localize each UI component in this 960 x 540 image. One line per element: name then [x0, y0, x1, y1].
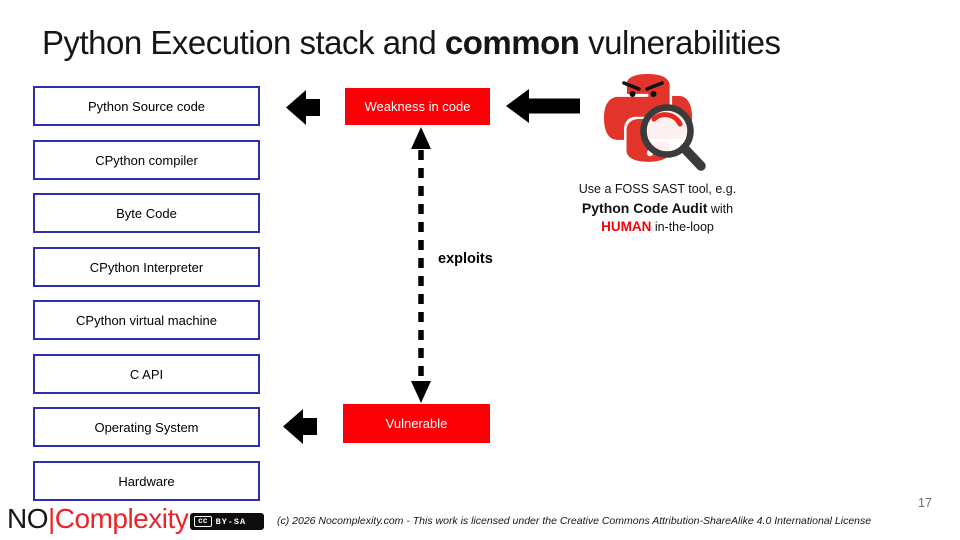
brand-no: NO: [7, 503, 49, 534]
stack-box-label: Hardware: [118, 473, 175, 489]
vulnerable-label: Vulnerable: [385, 416, 448, 431]
stack-box-cpython-virtual-machine: CPython virtual machine: [33, 300, 260, 340]
angry-eyes-icon: [622, 81, 664, 97]
angry-python-logo-icon: [604, 74, 706, 171]
stack-box-label: CPython Interpreter: [89, 259, 204, 275]
stack-box-operating-system: Operating System: [33, 407, 260, 447]
stack-box-label: CPython compiler: [95, 152, 198, 168]
sast-tool-name: Python Code Audit: [581, 199, 708, 216]
vulnerable-box: Vulnerable: [343, 404, 490, 443]
sast-caption-line1: Use a FOSS SAST tool, e.g.: [535, 181, 780, 199]
stack-box-hardware: Hardware: [33, 461, 260, 501]
cc-by-sa-badge: cc BY-SA: [190, 513, 264, 530]
stack-box-label: CPython virtual machine: [76, 312, 217, 328]
arrow-weakness-to-source-icon: [286, 90, 320, 125]
cc-badge-label: BY-SA: [215, 516, 247, 527]
sast-human-highlight: HUMAN: [601, 219, 652, 235]
stack-box-label: Byte Code: [116, 205, 177, 221]
magnifier-icon: [640, 104, 706, 171]
stack-box-c-api: C API: [33, 354, 260, 394]
exploits-label: exploits: [438, 251, 493, 267]
stack-box-label: Operating System: [94, 419, 199, 435]
title-suffix: vulnerabilities: [579, 24, 781, 61]
license-text: (c) 2026 Nocomplexity.com - This work is…: [277, 515, 872, 527]
sast-line1-text: Use a FOSS SAST tool, e.g.: [578, 182, 737, 196]
cc-logo-icon: cc: [194, 516, 212, 527]
stack-box-byte-code: Byte Code: [33, 193, 260, 233]
sast-caption-line3: HUMAN in-the-loop: [535, 218, 780, 237]
page-title: Python Execution stack and common vulner…: [42, 24, 781, 62]
brand-complexity: |Complexity: [48, 503, 189, 534]
title-prefix: Python Execution stack and: [42, 24, 445, 61]
arrow-vulnerable-to-os-icon: [283, 409, 317, 444]
exploits-connector-icon: [411, 127, 431, 403]
sast-caption-line2: Python Code Audit with: [535, 199, 780, 219]
stack-box-cpython-compiler: CPython compiler: [33, 140, 260, 180]
stack-box-label: Python Source code: [87, 98, 206, 114]
stack-box-cpython-interpreter: CPython Interpreter: [33, 247, 260, 287]
sast-line3-rest: in-the-loop: [651, 220, 714, 235]
nocomplexity-logo: NO|Complexity: [7, 503, 189, 535]
sast-line2-rest: with: [707, 201, 734, 216]
stack-box-label: C API: [129, 366, 164, 382]
sast-caption: Use a FOSS SAST tool, e.g. Python Code A…: [535, 181, 780, 237]
stack-box-python-source-code: Python Source code: [33, 86, 260, 126]
arrow-logo-to-weakness-icon: [506, 89, 580, 123]
title-emphasis: common: [444, 24, 580, 61]
weakness-label: Weakness in code: [364, 99, 471, 114]
page-number: 17: [918, 496, 932, 510]
weakness-box: Weakness in code: [345, 88, 490, 125]
